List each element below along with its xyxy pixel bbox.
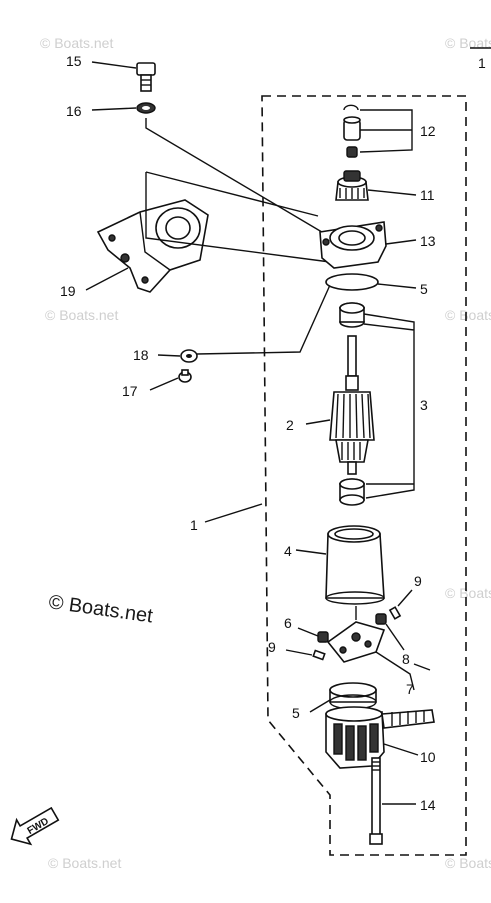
fwd-label: FWD (26, 816, 51, 837)
leader-18 (157, 354, 181, 357)
callout-9a: 9 (414, 573, 422, 589)
callout-6: 6 (284, 615, 292, 631)
part-16-washer (136, 102, 156, 114)
callout-9b: 9 (268, 639, 276, 655)
callout-5a: 5 (420, 281, 428, 297)
callout-19: 19 (60, 283, 76, 299)
part-11-pinion (335, 170, 369, 201)
leader-8 (385, 623, 405, 651)
callout-7: 7 (406, 681, 414, 697)
leader-2 (305, 419, 331, 425)
part-5-gasket-bottom (329, 682, 377, 710)
watermark-main: © Boats.net (47, 591, 154, 627)
callout-8: 8 (402, 651, 410, 667)
part-5-gasket-top (325, 273, 379, 291)
watermark-faint: © Boats.net (445, 855, 491, 871)
corner-mark: 1 (478, 55, 486, 71)
leader-5b (309, 699, 331, 713)
callout-16: 16 (66, 103, 82, 119)
part-10-rear-cover (325, 706, 435, 769)
callout-10: 10 (420, 749, 436, 765)
callout-13: 13 (420, 233, 436, 249)
part-15-bolt (136, 62, 156, 92)
callout-4: 4 (284, 543, 292, 559)
leader-16 (91, 107, 137, 111)
callout-2: 2 (286, 417, 294, 433)
callout-18: 18 (133, 347, 149, 363)
leader-5a (377, 283, 417, 289)
callout-3: 3 (420, 397, 428, 413)
part-9-spring-right (388, 606, 402, 620)
part-13-front-cover (319, 221, 387, 269)
leader-15 (91, 61, 137, 69)
callout-11: 11 (420, 187, 435, 203)
watermark-faint: © Boats.net (48, 855, 121, 871)
callout-15: 15 (66, 53, 82, 69)
leader-9b (285, 649, 313, 656)
leader-1 (204, 503, 263, 523)
leader-13 (385, 239, 417, 245)
watermark-faint: © Boats.net (445, 35, 491, 51)
leader-10 (383, 743, 419, 756)
callout-5b: 5 (292, 705, 300, 721)
leader-3 (363, 313, 415, 499)
leader-4 (295, 549, 327, 555)
callout-14: 14 (420, 797, 436, 813)
assembly-line-18 (196, 284, 331, 355)
leader-6 (297, 627, 319, 637)
part-8-brush (375, 613, 387, 625)
part-3-washer-top (339, 302, 365, 328)
watermark-faint: © Boats.net (40, 35, 113, 51)
part-3-washer-bottom (339, 478, 365, 506)
watermark-faint: © Boats.net (45, 307, 118, 323)
part-14-through-bolt (369, 757, 383, 845)
leader-11 (367, 189, 417, 196)
part-7-brush-holder (326, 621, 386, 663)
part-4-yoke (325, 525, 385, 605)
part-6-brush (317, 631, 329, 643)
assembly-line-19 (145, 172, 331, 263)
fwd-arrow-icon: FWD (10, 806, 60, 846)
part-9-spring-left (312, 649, 326, 661)
part-2-armature (329, 335, 375, 475)
callout-12: 12 (420, 123, 436, 139)
part-12-clip-set (343, 104, 361, 158)
part-19-bracket (96, 199, 209, 293)
leader-9a (397, 589, 413, 607)
part-17-screw (178, 369, 192, 383)
callout-17: 17 (122, 383, 138, 399)
leader-12 (359, 109, 413, 153)
watermark-faint: © Boats.net (445, 585, 491, 601)
callout-1: 1 (190, 517, 198, 533)
leader-17 (149, 377, 179, 391)
leader-19 (85, 267, 129, 291)
part-18-grommet (180, 349, 198, 363)
watermark-faint: © Boats.net (445, 307, 491, 323)
leader-7 (375, 651, 431, 691)
assembly-boundary (261, 95, 467, 856)
assembly-line-16 (145, 118, 333, 239)
assembly-line-19b (145, 171, 319, 217)
